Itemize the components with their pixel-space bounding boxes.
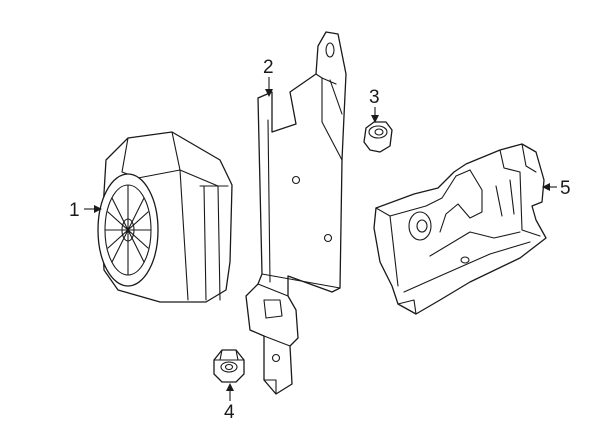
callout-label: 3: [369, 87, 380, 108]
part-3-nut: [363, 121, 393, 153]
part-1-speaker: [97, 131, 233, 303]
callout-2: 2: [263, 57, 274, 97]
callout-label: 1: [69, 200, 80, 221]
callout-label: 5: [560, 178, 571, 199]
part-2-bracket: [245, 31, 347, 395]
part-5-tray: [373, 143, 547, 315]
arrowhead: [265, 89, 273, 97]
callout-label: 4: [224, 402, 235, 423]
callout-label: 2: [263, 57, 274, 78]
arrowhead: [226, 383, 234, 391]
callout-5: 5: [542, 178, 571, 199]
callout-3: 3: [369, 87, 380, 123]
arrowhead: [94, 205, 102, 213]
callout-1: 1: [69, 200, 102, 221]
part-4-hex-nut: [213, 349, 245, 383]
arrowhead: [542, 183, 550, 191]
arrowhead: [371, 115, 379, 123]
callout-4: 4: [224, 383, 235, 423]
